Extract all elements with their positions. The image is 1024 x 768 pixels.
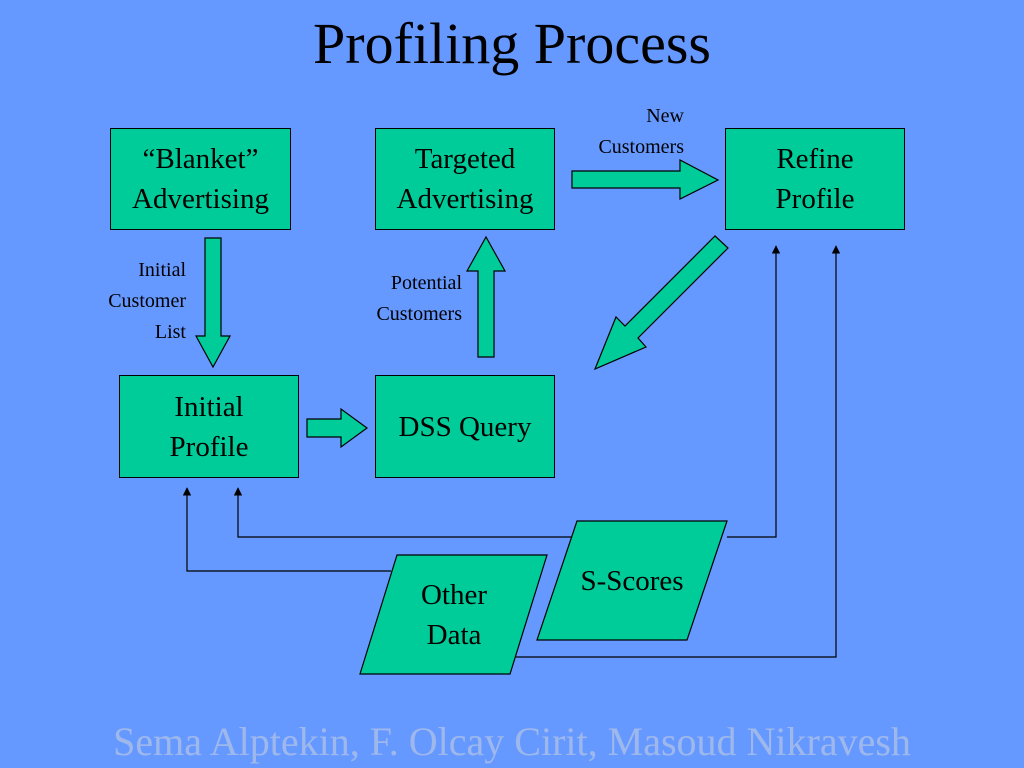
- node-blanket-advertising: “Blanket” Advertising: [110, 128, 291, 230]
- connector-other-to-initial: [182, 487, 391, 572]
- node-other-label: Other Data: [420, 578, 488, 651]
- connector-sscores-to-initial: [233, 487, 577, 538]
- node-refine-label: Refine Profile: [775, 143, 855, 215]
- node-other-data: Other Data: [379, 555, 529, 674]
- connector-sscores-to-refine: [727, 245, 781, 538]
- node-targeted-advertising: Targeted Advertising: [375, 128, 555, 230]
- label-new-customers: New Customers: [598, 105, 684, 158]
- arrow-refine-to-dss: [593, 235, 729, 371]
- node-other-data-shape: [359, 554, 548, 675]
- node-initial-profile: Initial Profile: [119, 375, 299, 478]
- node-blanket-label: “Blanket” Advertising: [132, 143, 269, 215]
- label-potential-customers: Potential Customers: [376, 272, 462, 325]
- node-dss-label: DSS Query: [398, 410, 532, 443]
- slide-footer-authors: Sema Alptekin, F. Olcay Cirit, Masoud Ni…: [113, 719, 911, 764]
- arrow-initial-to-dss: [306, 407, 369, 449]
- arrow-targeted-to-refine: [571, 159, 720, 200]
- arrow-dss-to-targeted: [465, 235, 507, 358]
- node-sscores-shape: [536, 520, 728, 641]
- node-targeted-label: Targeted Advertising: [396, 143, 534, 215]
- label-initial-customer-list: Initial Customer List: [108, 259, 186, 343]
- node-refine-profile: Refine Profile: [725, 128, 905, 230]
- slide-title: Profiling Process: [313, 11, 711, 76]
- node-sscores: S-Scores: [557, 521, 707, 640]
- connector-other-to-refine: [516, 245, 841, 658]
- node-dss-query: DSS Query: [375, 375, 555, 478]
- node-sscores-label: S-Scores: [580, 564, 684, 597]
- arrow-blanket-to-initial: [194, 237, 232, 369]
- node-initial-label: Initial Profile: [169, 390, 249, 463]
